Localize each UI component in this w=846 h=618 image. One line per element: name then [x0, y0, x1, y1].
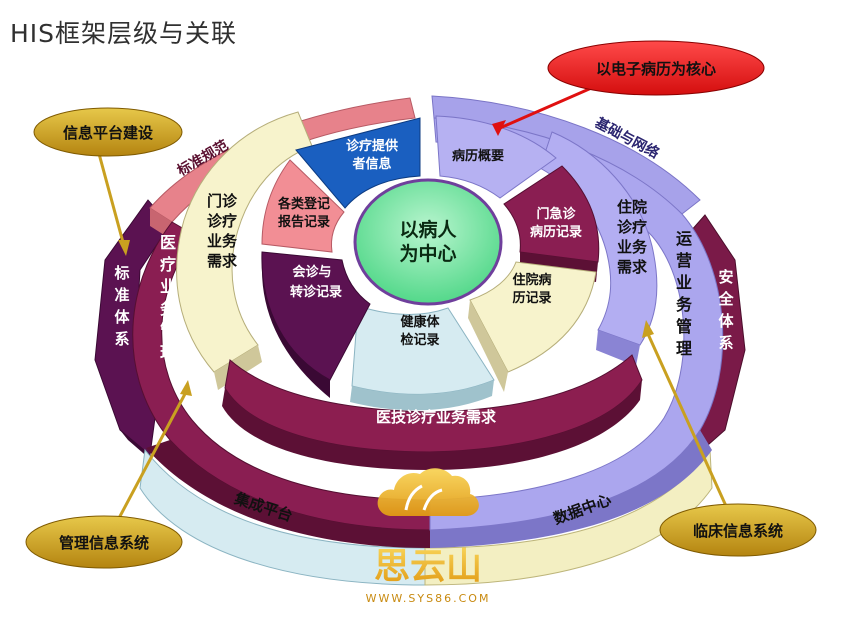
outpatient-needs-label-4: 需求	[207, 252, 238, 270]
watermark-brand: 思云山	[374, 546, 482, 587]
callout-emr-core: 以电子病历为核心	[492, 40, 765, 136]
watermark-url: WWW.SYS86.COM	[366, 592, 491, 605]
outpatient-needs-label-2: 诊疗	[207, 212, 237, 230]
consult-transfer-label-2: 转诊记录	[290, 284, 342, 300]
operation-management-ring	[429, 117, 724, 548]
security-label-1: 安	[718, 268, 733, 286]
health-checkup-label-1: 健康体	[400, 314, 440, 330]
medical-mgmt-label-5: 管	[160, 321, 176, 340]
medical-mgmt-label-4: 务	[160, 299, 177, 318]
standards-label-2: 准	[114, 286, 129, 304]
security-label-2: 全	[717, 290, 734, 308]
callout-emr-core-text: 以电子病历为核心	[596, 60, 716, 78]
callout-clinical-system-text: 临床信息系统	[693, 522, 783, 540]
data-center-ring	[424, 448, 713, 586]
provider-info-segment	[295, 117, 421, 209]
watermark-cloud-icon	[377, 468, 479, 516]
record-summary-segment	[435, 115, 557, 199]
inpatient-records-label-1: 住院病	[512, 272, 551, 288]
standards-label-4: 系	[114, 330, 129, 348]
medical-mgmt-label-1: 医	[160, 233, 176, 252]
consult-transfer-segment	[261, 251, 371, 398]
medical-mgmt-label-2: 疗	[160, 255, 176, 274]
standards-label-3: 体	[114, 308, 130, 326]
operation-mgmt-label-6: 理	[676, 339, 692, 358]
operation-mgmt-label-3: 业	[676, 273, 692, 292]
security-label-3: 体	[718, 312, 734, 330]
outpatient-records-label-1: 门急诊	[536, 206, 576, 222]
callout-management-system: 管理信息系统	[25, 380, 192, 569]
registration-reports-segment	[261, 159, 345, 253]
health-checkup-segment	[350, 305, 495, 411]
operation-mgmt-label-2: 营	[676, 251, 692, 270]
callout-platform-construction: 信息平台建设	[33, 107, 183, 256]
inpatient-needs-label-1: 住院	[617, 198, 647, 216]
page-title: HIS框架层级与关联	[10, 19, 238, 48]
inpatient-records-label-2: 历记录	[512, 291, 551, 306]
registration-reports-label-1: 各类登记	[277, 196, 330, 212]
center-label-line1: 以病人	[399, 218, 457, 241]
health-checkup-label-2: 检记录	[400, 332, 439, 348]
standards-label-1: 标	[113, 264, 129, 282]
center-label-line2: 为中心	[399, 242, 456, 265]
medical-mgmt-label-6: 理	[160, 343, 176, 362]
registration-reports-label-2: 报告记录	[278, 214, 330, 230]
medtech-needs-segment	[222, 354, 643, 470]
outpatient-needs-label-3: 业务	[207, 232, 238, 250]
operation-mgmt-label-4: 务	[676, 295, 693, 314]
operation-mgmt-label-1: 运	[676, 229, 692, 248]
inpatient-needs-label-3: 业务	[617, 238, 648, 256]
inpatient-needs-label-2: 诊疗	[617, 218, 647, 236]
center-circle	[353, 178, 503, 306]
inpatient-records-segment	[468, 261, 597, 392]
operation-mgmt-label-5: 管	[676, 317, 692, 336]
inpatient-needs-label-4: 需求	[617, 258, 648, 276]
provider-info-label-1: 诊疗提供	[346, 138, 398, 154]
security-label-4: 系	[718, 334, 733, 352]
callout-platform-construction-text: 信息平台建设	[63, 124, 153, 142]
record-summary-label: 病历概要	[452, 148, 504, 164]
callout-management-system-text: 管理信息系统	[59, 534, 149, 552]
outpatient-records-label-2: 病历记录	[530, 224, 582, 240]
watermark: 思云山 WWW.SYS86.COM	[366, 468, 491, 605]
consult-transfer-label-1: 会诊与	[292, 264, 331, 280]
callout-clinical-system: 临床信息系统	[642, 320, 817, 557]
medical-mgmt-label-3: 业	[160, 277, 176, 296]
provider-info-label-2: 者信息	[351, 156, 391, 172]
medtech-needs-label: 医技诊疗业务需求	[376, 408, 497, 426]
outpatient-needs-label-1: 门诊	[207, 192, 238, 210]
